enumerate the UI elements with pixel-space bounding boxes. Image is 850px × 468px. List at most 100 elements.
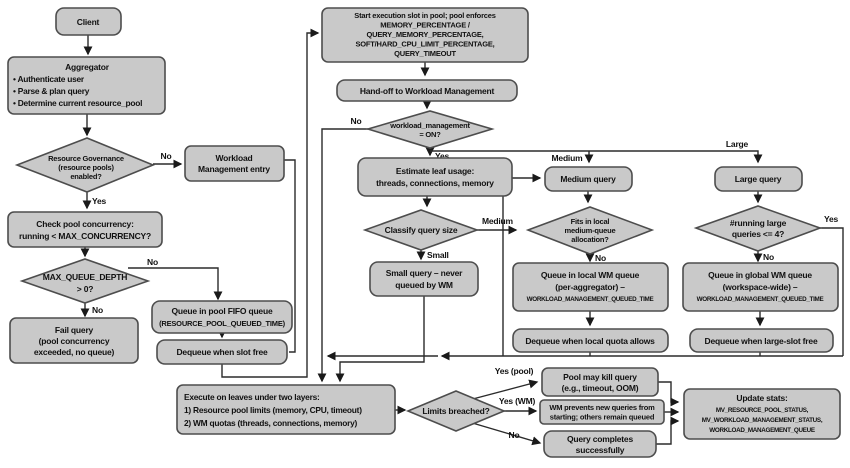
edge-labels: No Yes No No No Yes Medium Large Small M… [92,116,839,440]
edge-branch-large-query [430,150,763,164]
node-client: Client [55,7,122,36]
client-box [55,7,122,36]
edge-label-no: No [92,305,103,315]
max-queue-line: > 0? [77,284,93,294]
edge-label-no: No [147,257,158,267]
update-stats-line: Update stats: [736,393,788,403]
node-check-pool-concurrency: Check pool concurrency: running < MAX_CO… [7,211,163,248]
start-slot-line: Start execution slot in pool; pool enfor… [354,11,495,20]
classify-diamond [362,209,480,251]
start-slot-line: QUERY_MEMORY_PERCENTAGE, [366,30,483,39]
query-completes-line: successfully [576,445,625,455]
dequeue-local-box [512,328,669,353]
queue-global-line: (workspace-wide) – [723,282,798,292]
pool-kill-box [541,367,659,397]
fits-local-line: allocation? [571,235,609,244]
limits-label: Limits breached? [422,406,489,416]
small-query-line: queued by WM [395,280,453,290]
estimate-line: threads, connections, memory [376,178,494,188]
start-slot-line: QUERY_TIMEOUT [394,49,456,58]
fits-local-line: Fits in local [571,217,610,226]
aggregator-bullet: • Parse & plan query [13,86,90,96]
edge-label-medium: Medium [482,216,514,226]
wm-prevents-box [539,399,665,425]
wm-entry-line: Workload [216,153,253,163]
edge-label-no: No [351,116,362,126]
edge-label-yes-pool: Yes (pool) [495,366,534,376]
fail-query-box [9,317,139,364]
dequeue-slot-label: Dequeue when slot free [176,347,267,357]
edge-label-no: No [161,151,172,161]
max-queue-diamond [19,258,151,304]
edge-label-no: No [763,252,774,262]
dequeue-large-label: Dequeue when large-slot free [705,336,818,346]
execute-line: 1) Resource pool limits (memory, CPU, ti… [184,405,362,415]
running-large-line: queries <= 4? [732,229,784,239]
queue-local-box [512,262,669,312]
dequeue-slot-box [156,339,288,365]
rg-line: (resource pools) [58,163,114,172]
node-large-query: Large query [714,166,803,192]
node-queue-global-wm: Queue in global WM queue (workspace-wide… [682,262,839,312]
node-handoff: Hand-off to Workload Management [336,79,518,102]
fail-query-line: exceeded, no queue) [34,347,115,357]
edge-max-queue-no-fifo [128,267,223,301]
update-stats-line: MV_WORKLOAD_MANAGEMENT_STATUS, [702,417,823,424]
execute-box [176,384,396,435]
node-pool-may-kill: Pool may kill query (e.g., timeout, OOM) [541,367,659,397]
fits-local-line: medium-queue [565,226,616,235]
node-execute-on-leaves: Execute on leaves under two layers: 1) R… [176,384,396,435]
node-fifo-queue: Queue in pool FIFO queue (RESOURCE_POOL_… [151,300,293,334]
medium-query-box [544,166,633,192]
edge-label-no: No [509,430,520,440]
node-wm-entry: Workload Management entry [184,145,285,182]
node-wm-prevents: WM prevents new queries from starting; o… [539,399,665,425]
start-slot-line: SOFT/HARD_CPU_LIMIT_PERCENTAGE, [355,40,494,49]
queue-global-box [682,262,839,312]
edge-limits-no-completes [468,421,542,446]
node-queue-local-wm: Queue in local WM queue (per-aggregator)… [512,262,669,312]
fifo-queue-line: (RESOURCE_POOL_QUEUED_TIME) [159,319,286,328]
queue-local-line: Queue in local WM queue [541,270,640,280]
edge-label-large: Large [726,139,749,149]
edge-limits-yes-pool-kill [468,379,539,401]
wm-entry-line: Management entry [198,164,270,174]
edge-small-query-execute [335,296,425,383]
edge-label-yes: Yes [92,196,107,206]
node-workload-management-on-decision: workload_management = ON? [365,110,495,149]
wm-prevents-line: WM prevents new queries from [549,403,655,412]
edge-completes-update [656,416,680,445]
node-max-queue-depth-decision: MAX_QUEUE_DEPTH > 0? [19,258,151,304]
max-queue-line: MAX_QUEUE_DEPTH [43,272,127,282]
update-stats-box [683,388,841,440]
estimate-line: Estimate leaf usage: [396,166,475,176]
estimate-box [357,157,513,197]
aggregator-box [7,56,166,115]
classify-label: Classify query size [385,225,458,235]
check-pool-line: Check pool concurrency: [36,219,134,229]
fail-query-line: (pool concurrency [39,336,110,346]
edge-label-no: No [595,253,606,263]
wm-on-diamond [365,110,495,149]
queue-local-line: (per-aggregator) – [555,282,625,292]
node-query-completes: Query completes successfully [543,430,657,458]
dequeue-large-box [689,328,834,353]
edge-label-yes: Yes [824,214,839,224]
query-completes-line: Query completes [567,434,633,444]
node-limits-breached-decision: Limits breached? [405,390,507,432]
medium-query-label: Medium query [560,174,616,184]
dequeue-local-label: Dequeue when local quota allows [525,336,655,346]
node-resource-governance-decision: Resource Governance (resource pools) ena… [14,137,156,193]
edge-wm-entry-corridor [284,159,296,353]
update-stats-line: WORKLOAD_MANAGEMENT_QUEUE [709,427,815,434]
rg-diamond [14,137,156,193]
execute-line: Execute on leaves under two layers: [184,392,320,402]
aggregator-bullet: • Authenticate user [13,74,85,84]
start-slot-line: MEMORY_PERCENTAGE / [380,21,471,30]
aggregator-bullet: • Determine current resource_pool [13,98,142,108]
wm-on-line: = ON? [419,130,441,139]
node-classify-query-size-decision: Classify query size [362,209,480,251]
rg-line: enabled? [70,172,102,181]
